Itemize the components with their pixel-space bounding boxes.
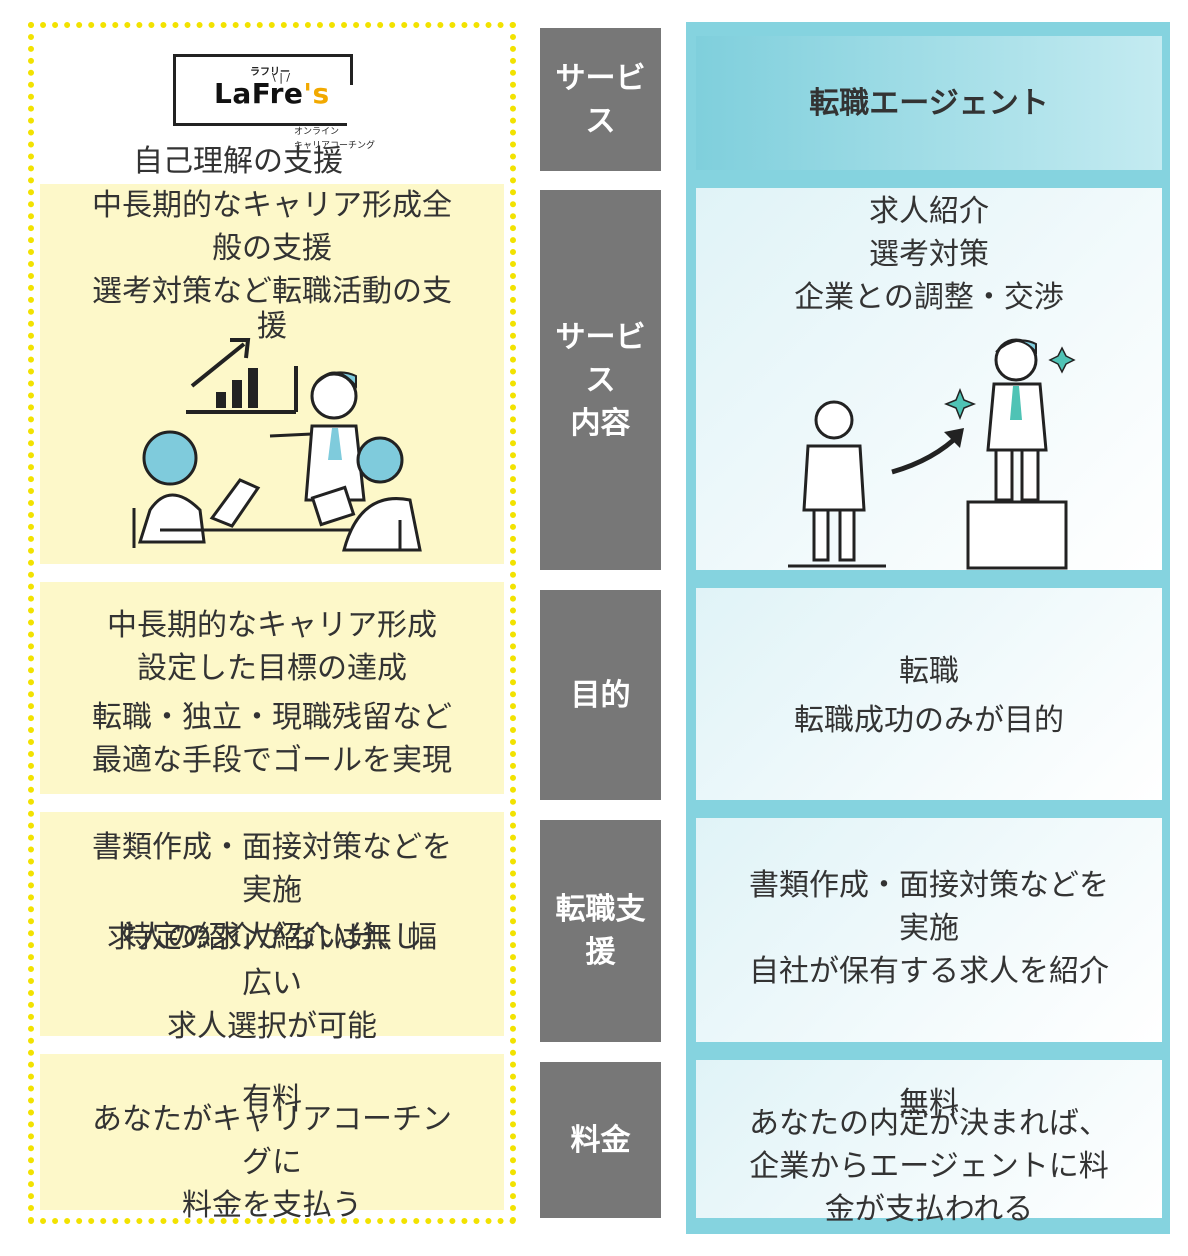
agent-header: 転職エージェント [696, 36, 1162, 170]
label-fee: 料金 [540, 1062, 661, 1218]
agent-purpose-cell: 転職 転職成功のみが目的 [696, 588, 1162, 800]
lafres-logo: ラフリー \ | / LaFre's オンラインキャリアコーチング [173, 54, 375, 151]
coaching-content-cell: 中長期的なキャリア形成全 般の支援 選考対策など転職活動の支 援 [40, 184, 504, 564]
coaching-fee-cell: 有料 あなたがキャリアコーチン グに 料金を支払う [40, 1054, 504, 1223]
label-job-support: 転職支援 [540, 820, 661, 1042]
label-service: サービス [540, 28, 661, 171]
meeting-people-icon [132, 338, 422, 552]
coaching-purpose-cell: 中長期的なキャリア形成 設定した目標の達成 転職・独立・現職残留など 最適な手段… [40, 582, 504, 794]
agent-content-cell: 求人紹介 選考対策 企業との調整・交渉 [696, 188, 1162, 570]
coaching-support-cell: 書類作成・面接対策などを 実施 特定の求人紹介は無し 求人の紹介がない分、幅 広… [40, 812, 504, 1044]
label-service-content: サービス内容 [540, 190, 661, 570]
agent-fee-cell: 無料 あなたの内定が決まれば、 企業からエージェントに料 金が支払われる [696, 1060, 1162, 1227]
promotion-person-icon [788, 338, 1076, 570]
label-purpose: 目的 [540, 590, 661, 800]
growth-chart-icon [186, 338, 298, 414]
coaching-title: 自己理解の支援 [133, 144, 343, 179]
agent-support-cell: 書類作成・面接対策などを 実施 自社が保有する求人を紹介 [696, 818, 1162, 1042]
